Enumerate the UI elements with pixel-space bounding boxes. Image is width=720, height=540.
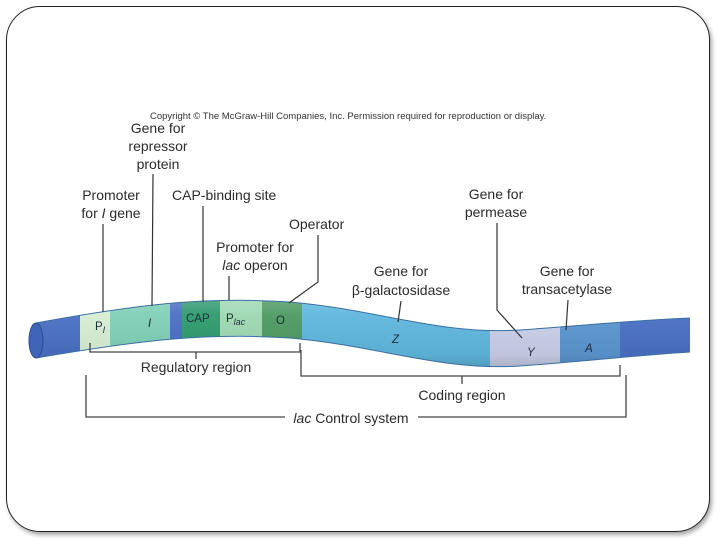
svg-text:Promoter: Promoter — [82, 187, 140, 203]
segment-y-label: Y — [527, 347, 536, 359]
bracket-coding-region: Coding region — [300, 350, 621, 403]
segment-pi-label: PI — [95, 321, 106, 335]
label-galactosidase: Gene for β-galactosidase — [352, 263, 451, 323]
tube-top-edge — [35, 299, 691, 332]
svg-text:lac operon: lac operon — [222, 257, 287, 273]
svg-text:Gene for: Gene for — [374, 263, 429, 279]
svg-text:Regulatory region: Regulatory region — [141, 359, 252, 375]
svg-text:CAP-binding site: CAP-binding site — [172, 187, 276, 203]
svg-text:Gene for: Gene for — [540, 263, 595, 279]
segment-cap-label: CAP — [186, 313, 210, 325]
segment-i-label: I — [148, 318, 152, 330]
label-transacetylase: Gene for transacetylase — [522, 263, 612, 331]
svg-text:permease: permease — [465, 204, 527, 220]
label-cap-site: CAP-binding site — [172, 187, 276, 302]
svg-text:for I gene: for I gene — [81, 205, 140, 221]
segment-plac-label: Plac — [226, 313, 246, 327]
svg-text:lac Control system: lac Control system — [293, 410, 408, 426]
segment-o-label: O — [276, 315, 285, 327]
svg-text:Promoter for: Promoter for — [216, 239, 294, 255]
svg-text:Coding region: Coding region — [418, 387, 505, 403]
tube-bottom-edge — [35, 335, 691, 368]
bracket-regulatory-region: Regulatory region — [89, 343, 301, 375]
segment-z-label: Z — [391, 334, 400, 346]
svg-text:Gene for: Gene for — [469, 186, 524, 202]
svg-text:Gene for: Gene for — [131, 120, 186, 136]
label-promoter-i: Promoter for I gene — [81, 187, 141, 312]
svg-text:repressor: repressor — [128, 138, 187, 154]
copyright-notice: Copyright © The McGraw-Hill Companies, I… — [150, 111, 546, 122]
label-repressor-gene: Gene for repressor protein — [128, 120, 188, 307]
svg-text:Operator: Operator — [289, 216, 345, 232]
segment-a-label: A — [584, 343, 593, 355]
slide-frame — [6, 6, 710, 532]
label-permease: Gene for permease — [465, 186, 527, 339]
svg-text:protein: protein — [137, 156, 180, 172]
svg-text:β-galactosidase: β-galactosidase — [352, 282, 451, 298]
label-promoter-lac: Promoter for lac operon — [216, 239, 294, 300]
label-operator: Operator — [288, 216, 345, 304]
tube-end-cap — [28, 322, 44, 359]
bracket-control-system: lac Control system — [85, 375, 627, 426]
svg-text:transacetylase: transacetylase — [522, 281, 612, 297]
